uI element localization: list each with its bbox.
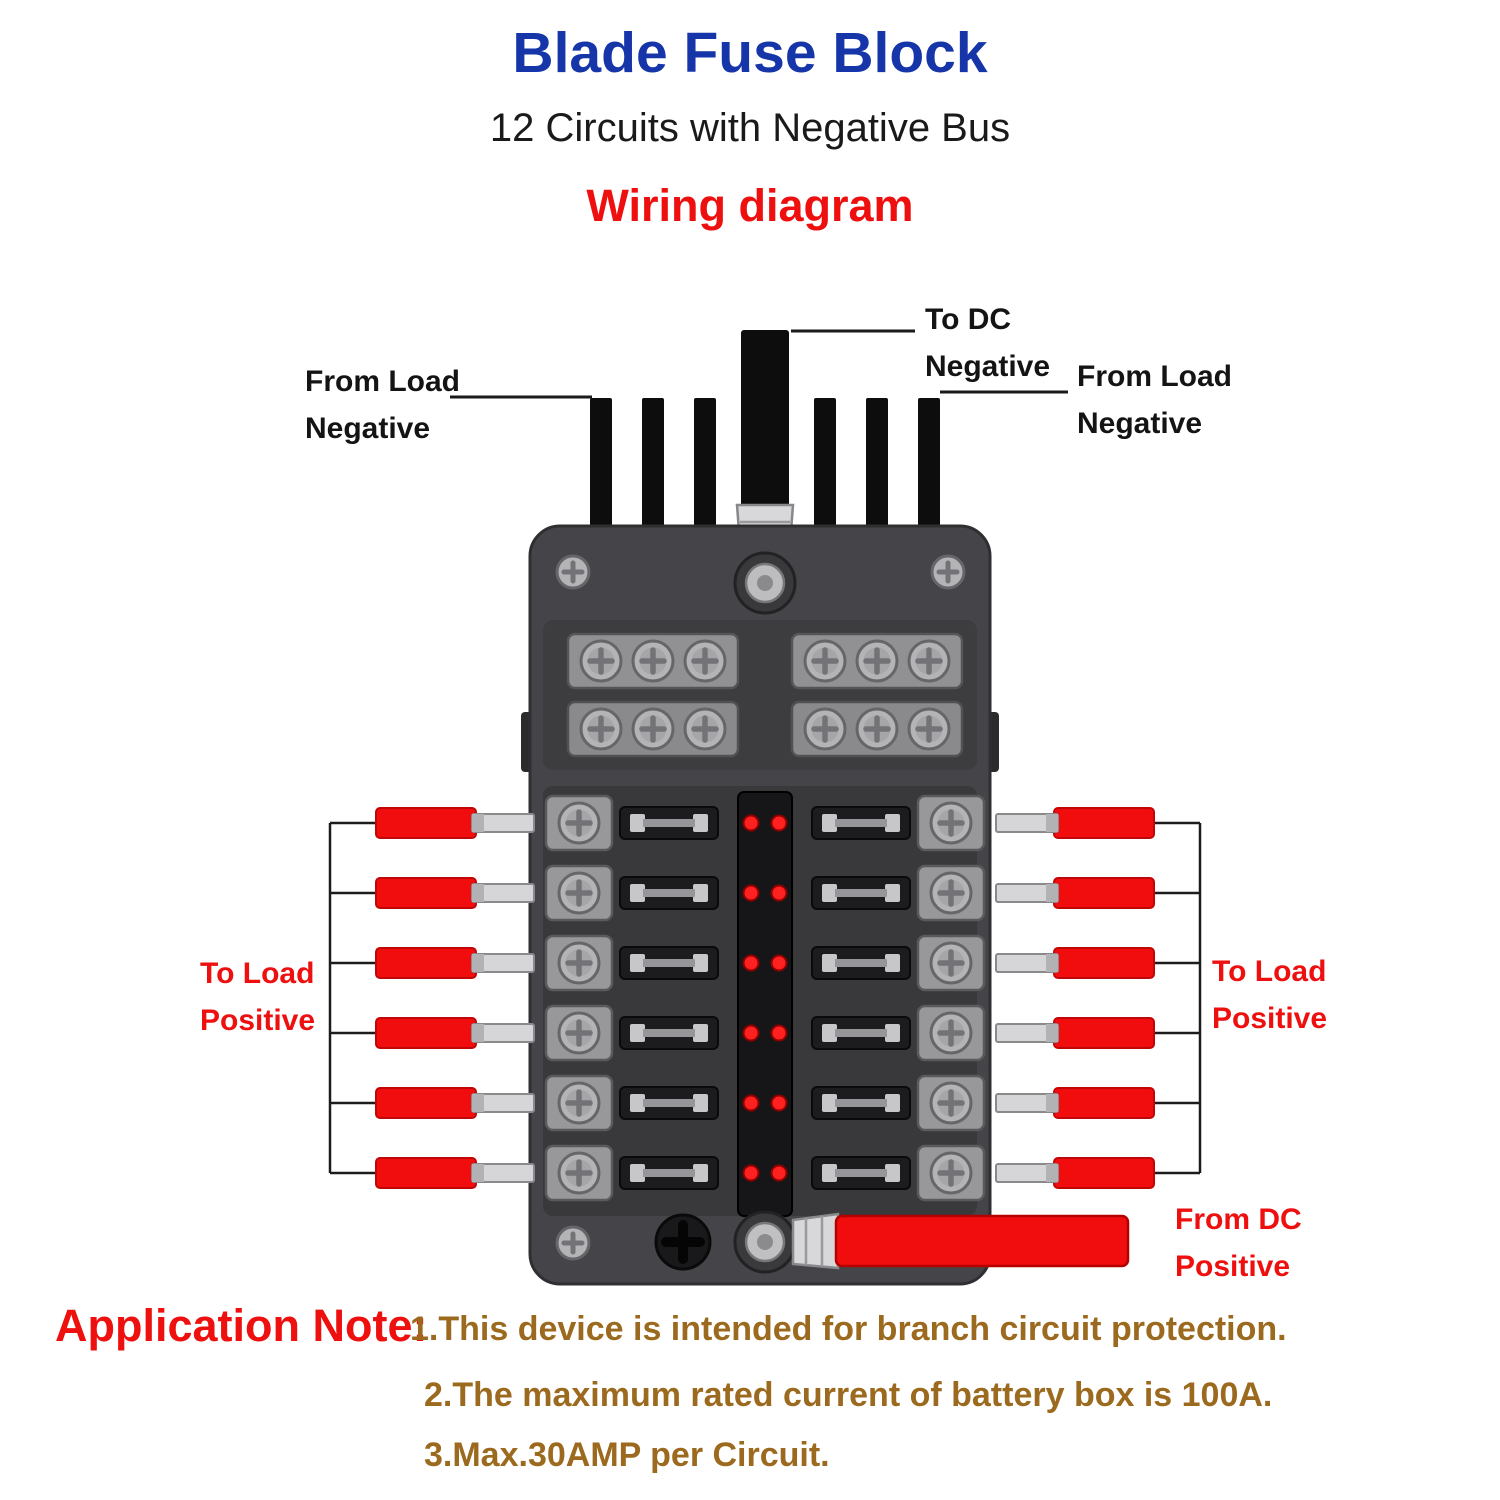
page-title: Blade Fuse Block [512, 21, 988, 85]
label-line: Negative [925, 350, 1051, 383]
label-line: Negative [1077, 407, 1203, 440]
label-line: Positive [1212, 1002, 1328, 1035]
label-line: Positive [200, 1004, 316, 1037]
led-strip [737, 791, 793, 1217]
page-subtitle: 12 Circuits with Negative Bus [489, 106, 1011, 150]
label-line: From Load [1077, 360, 1232, 393]
label-to-load-positive-left: To Load Positive [200, 950, 315, 1044]
label-line: To DC [925, 303, 1012, 336]
label-to-load-positive-right: To Load Positive [1212, 948, 1327, 1042]
application-note-item: 2.The maximum rated current of battery b… [424, 1376, 1273, 1414]
dc-positive-terminal [654, 1210, 1130, 1274]
application-note-item: 1.This device is intended for branch cir… [410, 1310, 1287, 1348]
dc-negative-wire [735, 330, 795, 560]
section-label: Wiring diagram [586, 180, 914, 231]
label-line: From Load [305, 365, 460, 398]
application-note-item: 3.Max.30AMP per Circuit. [424, 1436, 830, 1474]
label-line: From DC [1175, 1203, 1302, 1236]
corner-screw-icon [932, 556, 964, 588]
label-from-dc-positive: From DC Positive [1175, 1196, 1302, 1290]
dc-positive-wire [834, 1214, 1130, 1268]
corner-screw-icon [557, 556, 589, 588]
label-line: Negative [305, 412, 431, 445]
positive-bracket-lines [328, 823, 1202, 1173]
label-from-load-negative-left: From Load Negative [305, 358, 460, 452]
application-note-heading: Application Note: [55, 1300, 428, 1351]
label-leader-lines [450, 329, 1068, 399]
corner-screw-icon [557, 1227, 589, 1259]
negative-bus-terminals [566, 632, 964, 758]
label-line: To Load [200, 957, 315, 990]
label-to-dc-negative: To DC Negative [925, 296, 1050, 390]
label-line: Positive [1175, 1250, 1291, 1283]
label-line: To Load [1212, 955, 1327, 988]
label-from-load-negative-right: From Load Negative [1077, 353, 1232, 447]
